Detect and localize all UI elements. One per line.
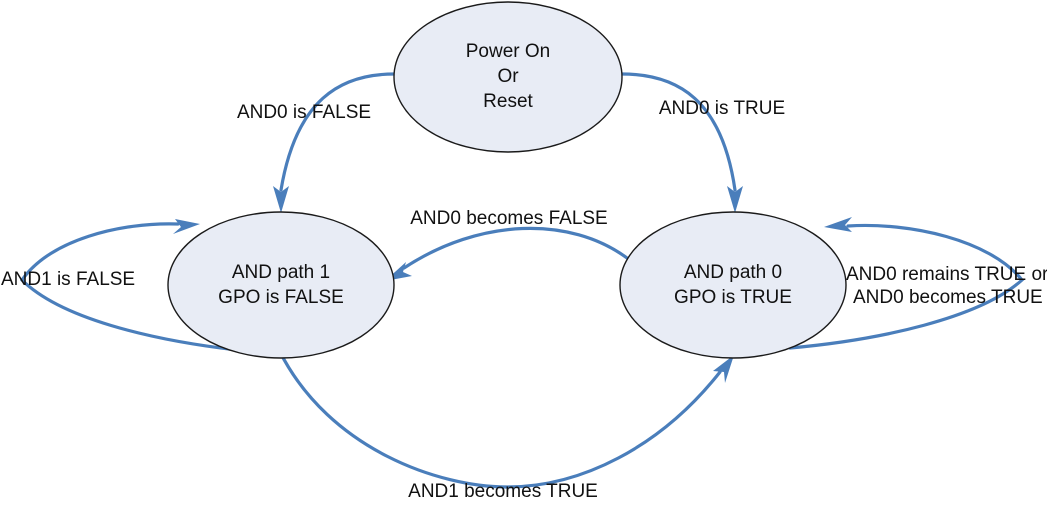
transition-reset-to-path1 [273, 72, 396, 213]
state-node-and-path-1-line1: AND path 1 [232, 262, 330, 283]
state-node-and-path-0-line1: AND path 0 [684, 262, 782, 283]
transition-reset-to-path0-path [620, 72, 737, 192]
state-node-and-path-1-shape[interactable] [167, 211, 395, 359]
state-node-and-path-1-line2: GPO is FALSE [218, 287, 344, 308]
transition-reset-to-path1-path [279, 72, 396, 192]
transition-label-path1-self-loop: AND1 is FALSE [1, 269, 135, 290]
state-node-and-path-0[interactable]: AND path 0 GPO is TRUE [619, 211, 847, 359]
transition-reset-to-path0 [620, 72, 743, 213]
transition-label-path0-to-path1: AND0 becomes FALSE [410, 208, 607, 229]
transition-path1-self-loop-path [19, 222, 239, 352]
transition-path0-self-loop [788, 217, 1025, 350]
transition-path0-to-path1-path [402, 226, 629, 270]
transition-label-path0-self-loop-line1: AND0 remains TRUE or [846, 264, 1047, 285]
transition-path1-self-loop [19, 219, 239, 352]
transition-path0-self-loop-path [788, 223, 1025, 350]
transition-path0-self-loop-arrowhead [824, 217, 852, 232]
transition-path1-self-loop-arrowhead [173, 219, 200, 234]
transition-path1-to-path0-path [278, 350, 722, 489]
state-node-and-path-0-line2: GPO is TRUE [674, 287, 792, 308]
transition-reset-to-path0-arrowhead [727, 186, 743, 213]
state-node-power-on-reset-line3: Reset [483, 91, 533, 112]
state-node-power-on-reset-shape[interactable] [393, 1, 623, 153]
transition-path1-to-path0-arrowhead [713, 355, 734, 383]
state-node-power-on-reset-line2: Or [497, 66, 519, 87]
state-node-and-path-0-shape[interactable] [619, 211, 847, 359]
state-node-power-on-reset[interactable]: Power On Or Reset [393, 1, 623, 153]
transition-path1-to-path0 [278, 350, 734, 489]
transition-label-reset-to-path1: AND0 is FALSE [237, 102, 371, 123]
transition-label-path0-self-loop-line2: AND0 becomes TRUE [853, 287, 1043, 308]
state-node-power-on-reset-line1: Power On [466, 41, 550, 62]
transition-label-path1-to-path0: AND1 becomes TRUE [408, 481, 598, 502]
transition-label-reset-to-path0: AND0 is TRUE [659, 98, 785, 119]
state-node-and-path-1[interactable]: AND path 1 GPO is FALSE [167, 211, 395, 359]
transition-path0-to-path1 [385, 226, 629, 281]
transition-reset-to-path1-arrowhead [273, 186, 289, 213]
